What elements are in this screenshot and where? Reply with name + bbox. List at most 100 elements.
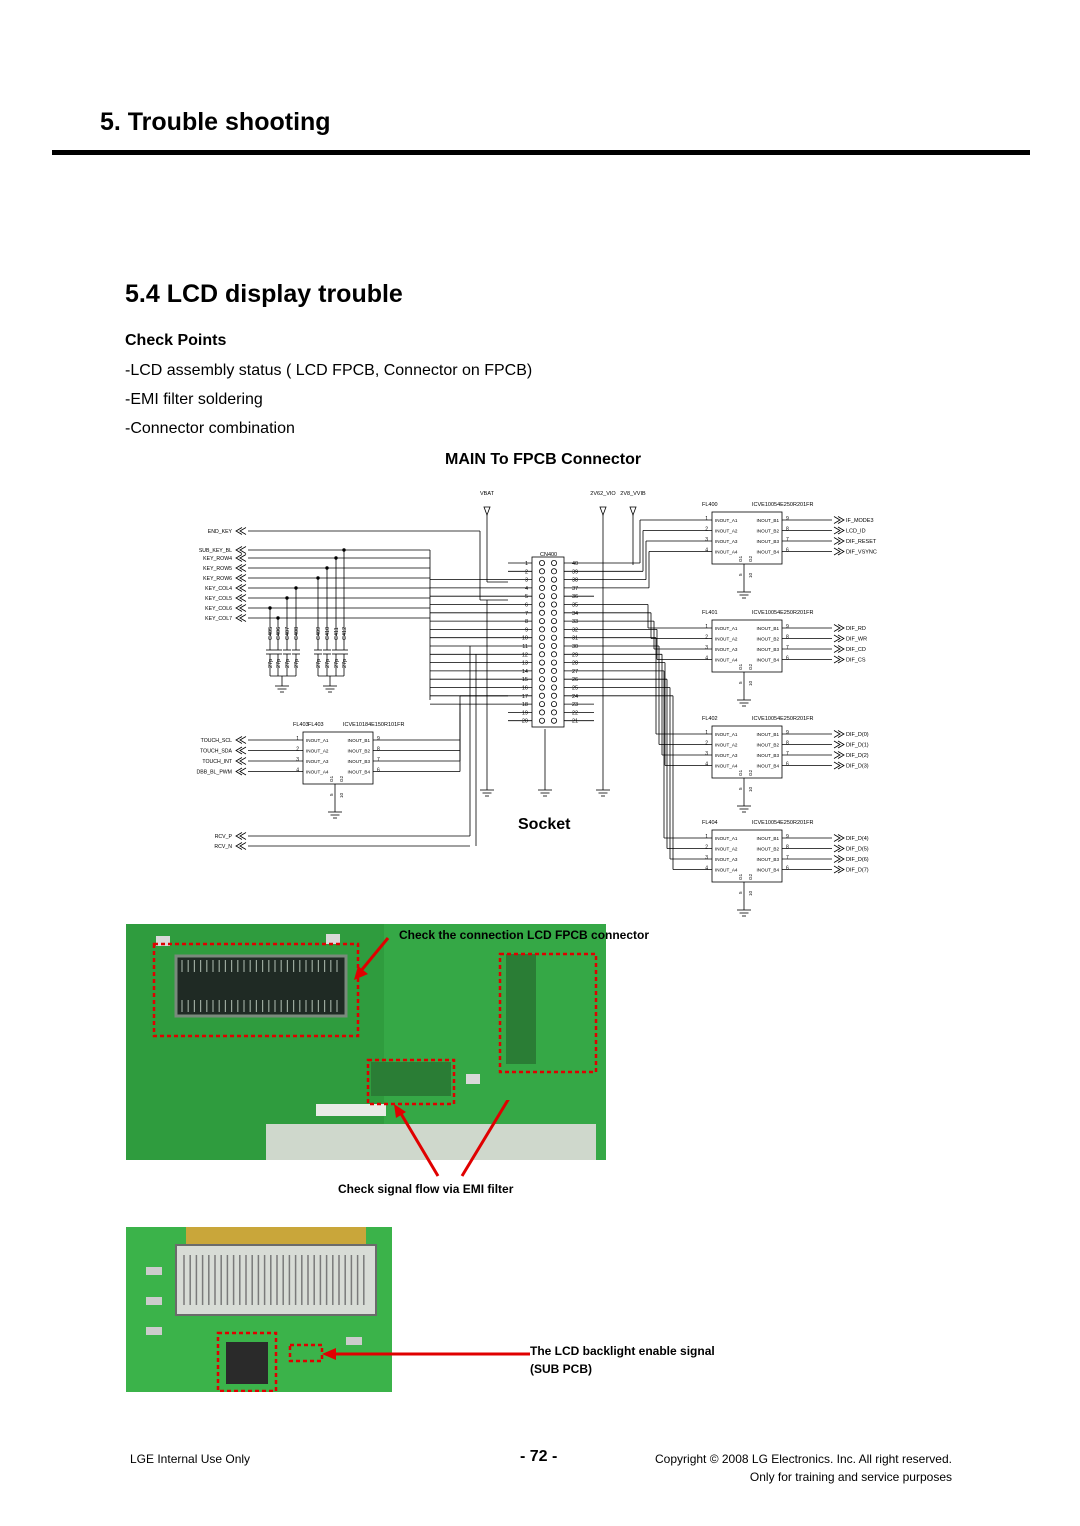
connector-pin <box>551 609 558 616</box>
net-arrow <box>837 865 845 874</box>
connector-pin-number: 8 <box>525 619 528 625</box>
net-label: DIF_RD <box>846 626 866 632</box>
connector-pin-number: 28 <box>572 661 578 667</box>
capacitor-ref: C412 <box>342 627 348 640</box>
filter-pin-label: INOUT_A4 <box>715 550 738 555</box>
connector-pin-number: 24 <box>572 694 578 700</box>
power-label: VBAT <box>480 491 495 497</box>
net-arrow <box>833 761 841 770</box>
filter-pin-label: INOUT_A1 <box>715 732 738 737</box>
connector-pin <box>539 667 546 674</box>
connector-pin <box>539 643 546 650</box>
filter-pin-label: INOUT_A2 <box>715 529 738 534</box>
net-label: END_KEY <box>208 529 233 535</box>
connector-pin-number: 21 <box>572 719 578 725</box>
connector-pin-number: 14 <box>522 669 528 675</box>
filter-ground-pin: G2 <box>748 663 753 670</box>
footer-copyright: Copyright © 2008 LG Electronics. Inc. Al… <box>655 1452 952 1466</box>
power-label: 2V8_VVIB <box>620 491 646 497</box>
filter-pin-number: 9 <box>786 624 789 630</box>
net-arrow <box>837 844 845 853</box>
net-label: SUB_KEY_BL <box>199 548 232 554</box>
check-point-item: -Connector combination <box>125 420 295 437</box>
net-arrow <box>833 655 841 664</box>
filter-pin-label: INOUT_B3 <box>757 539 780 544</box>
filter-pin-number: 4 <box>296 768 299 774</box>
filter-pin-label: INOUT_A3 <box>715 857 738 862</box>
net-label: KEY_COL6 <box>205 606 232 612</box>
net-arrow <box>239 757 247 765</box>
filter-part: ICVE10184E150R101FR <box>343 722 404 728</box>
net-arrow <box>235 564 243 572</box>
connector-body <box>531 556 565 728</box>
net-label: DIF_CS <box>846 658 866 664</box>
power-arrow <box>483 506 491 517</box>
filter-pin-number: 4 <box>705 866 708 872</box>
check-point-item: -LCD assembly status ( LCD FPCB, Connect… <box>125 362 533 379</box>
filter-ground-pin: 5 <box>329 793 334 796</box>
filter-pin-label: INOUT_B4 <box>348 770 371 775</box>
connector-pin-number: 20 <box>522 719 528 725</box>
connector-pin <box>551 701 558 708</box>
filter-ground-pin: 5 <box>738 573 743 576</box>
filter-pin-label: INOUT_B1 <box>757 836 780 841</box>
filter-ground-pin: 10 <box>748 572 753 578</box>
connector-pin-number: 9 <box>525 627 528 633</box>
net-arrow <box>239 546 247 554</box>
net-arrow <box>837 855 845 863</box>
net-label: TOUCH_SDA <box>200 749 232 755</box>
filter-pin-label: INOUT_A4 <box>306 770 329 775</box>
connector-pin-number: 1 <box>525 561 528 567</box>
net-arrow <box>235 574 243 582</box>
connector-pin-number: 26 <box>572 677 578 683</box>
filter-pin-number: 6 <box>377 768 380 774</box>
net-arrow <box>235 832 243 840</box>
net-arrow <box>837 537 845 545</box>
net-arrow <box>833 855 841 863</box>
net-arrow <box>837 624 845 632</box>
net-arrow <box>833 865 841 874</box>
filter-pin-label: INOUT_B4 <box>757 868 780 873</box>
net-label: DIF_D(3) <box>846 764 869 770</box>
filter-ground-pin: G1 <box>738 873 743 880</box>
filter-ground-pin: G2 <box>748 769 753 776</box>
net-arrow <box>235 842 243 850</box>
connector-pin <box>551 717 558 724</box>
connector-pin-number: 34 <box>572 611 578 617</box>
connector-pin <box>551 634 558 641</box>
net-arrow <box>235 767 243 776</box>
connector-pin <box>539 584 546 591</box>
capacitor-value: 27p <box>316 659 322 668</box>
filter-ground-pin: G1 <box>738 769 743 776</box>
filter-pin-number: 8 <box>377 747 380 753</box>
filter-ground-pin: 10 <box>748 786 753 792</box>
connector-pin-number: 18 <box>522 702 528 708</box>
net-label: KEY_COL7 <box>205 616 232 622</box>
connector-pin <box>551 676 558 683</box>
net-arrow <box>239 564 247 572</box>
capacitor-ref: C407 <box>285 627 291 640</box>
filter-pin-label: INOUT_A1 <box>715 518 738 523</box>
connector-pin-number: 29 <box>572 652 578 658</box>
filter-pin-label: INOUT_B2 <box>757 743 780 748</box>
page-number: - 72 - <box>520 1448 558 1465</box>
filter-pin-label: INOUT_B3 <box>757 753 780 758</box>
check-point-item: -EMI filter soldering <box>125 391 263 408</box>
photo-caption-sub-pcb: (SUB PCB) <box>530 1362 592 1376</box>
net-arrow <box>239 614 247 622</box>
net-arrow <box>235 746 243 755</box>
connector-pin-number: 6 <box>525 603 528 609</box>
connector-pin-number: 4 <box>525 586 528 592</box>
connector-pin-number: 3 <box>525 578 528 584</box>
check-points-heading: Check Points <box>125 332 227 349</box>
net-arrow <box>837 526 845 535</box>
net-label: LCD_ID <box>846 529 866 535</box>
capacitor-value: 27p <box>294 659 300 668</box>
filter-pin-label: INOUT_B1 <box>348 738 371 743</box>
photo-caption-backlight: The LCD backlight enable signal <box>530 1344 715 1358</box>
net-arrow <box>833 645 841 653</box>
connector-pin <box>539 618 546 625</box>
connector-pin-number: 15 <box>522 677 528 683</box>
connector-pin-number: 23 <box>572 702 578 708</box>
